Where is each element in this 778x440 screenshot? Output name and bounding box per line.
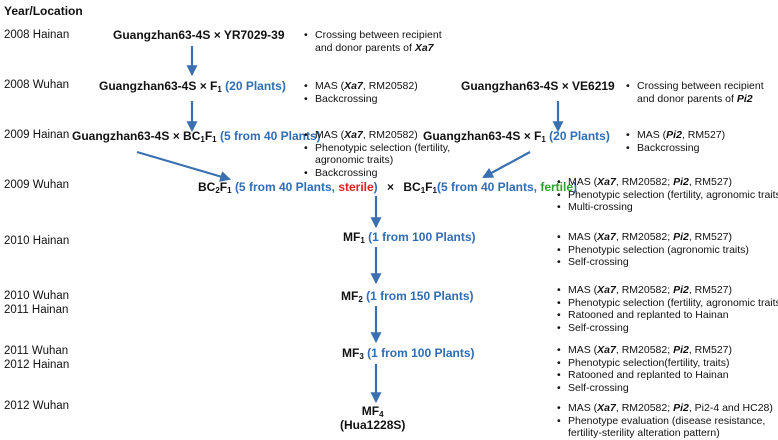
- notes-mf3: MAS (Xa7, RM20582; Pi2, RM527) Phenotypi…: [557, 344, 732, 394]
- note-item: Ratooned and replanted to Hainan: [557, 309, 778, 322]
- node-mf3: MF3 (1 from 100 Plants): [342, 346, 475, 361]
- note-item: MAS (Xa7, RM20582; Pi2, RM527): [557, 176, 778, 189]
- year-label: 2010 Hainan: [4, 235, 70, 247]
- notes-f1-pi2: MAS (Pi2, RM527) Backcrossing: [626, 129, 725, 154]
- note-item: MAS (Xa7, RM20582; Pi2, RM527): [557, 284, 778, 297]
- year-label: 2010 Wuhan: [4, 290, 70, 302]
- node-mf1: MF1 (1 from 100 Plants): [343, 230, 476, 245]
- note-item: Self-crossing: [557, 322, 778, 335]
- note-item: Multi-crossing: [557, 201, 778, 214]
- note-item: MAS (Pi2, RM527): [626, 129, 725, 142]
- note-item: Backcrossing: [304, 167, 450, 180]
- year-label: 2008 Wuhan: [4, 79, 70, 91]
- year-location-header: Year/Location: [4, 4, 83, 18]
- note-item: Phenotype evaluation (disease resistance…: [557, 415, 773, 440]
- note-item: Backcrossing: [626, 142, 725, 155]
- year-label: 2012 Hainan: [4, 359, 70, 371]
- notes-mf2: MAS (Xa7, RM20582; Pi2, RM527) Phenotypi…: [557, 284, 778, 334]
- notes-multi-cross: MAS (Xa7, RM20582; Pi2, RM527) Phenotypi…: [557, 176, 778, 214]
- node-mf2: MF2 (1 from 150 Plants): [341, 289, 474, 304]
- note-item: Ratooned and replanted to Hainan: [557, 369, 732, 382]
- node-cross-ve6219: Guangzhan63-4S × VE6219: [461, 79, 615, 93]
- note-item: Phenotypic selection (agronomic traits): [557, 244, 749, 257]
- year-label: 2009 Wuhan: [4, 179, 70, 191]
- note-item: Self-crossing: [557, 256, 749, 269]
- node-cross-yr7029: Guangzhan63-4S × YR7029-39: [113, 28, 285, 42]
- year-label: 2011 Wuhan: [4, 345, 69, 357]
- arrow-n3-n6: [136, 150, 232, 182]
- node-mf4: MF4 (Hua1228S): [340, 404, 406, 432]
- year-label: 2008 Hainan: [4, 29, 70, 41]
- year-label: 2009 Hainan: [4, 129, 70, 141]
- notes-f1-xa7: MAS (Xa7, RM20582) Backcrossing: [304, 80, 418, 105]
- node-multi-cross: BC2F1 (5 from 40 Plants, sterile) × BC1F…: [198, 180, 578, 195]
- node-f1-pi2: Guangzhan63-4S × F1 (20 Plants): [423, 129, 610, 144]
- notes-mf1: MAS (Xa7, RM20582; Pi2, RM527) Phenotypi…: [557, 231, 749, 269]
- note-item: Phenotypic selection (fertility, agronom…: [557, 189, 778, 202]
- note-item: Phenotypic selection(fertility, traits): [557, 357, 732, 370]
- year-label: 2011 Hainan: [4, 304, 69, 316]
- arrow-n5-n6: [482, 151, 531, 179]
- note-item: MAS (Xa7, RM20582; Pi2, RM527): [557, 231, 749, 244]
- note-item: MAS (Xa7, RM20582; Pi2, RM527): [557, 344, 732, 357]
- note-item: MAS (Xa7, RM20582; Pi2, Pi2-4 and HC28): [557, 402, 773, 415]
- note-item: Self-crossing: [557, 382, 732, 395]
- note-item: MAS (Xa7, RM20582): [304, 80, 418, 93]
- year-label: 2012 Wuhan: [4, 400, 70, 412]
- notes-mf4: MAS (Xa7, RM20582; Pi2, Pi2-4 and HC28) …: [557, 402, 773, 440]
- note-item: Backcrossing: [304, 93, 418, 106]
- notes-bc1f1-xa7: MAS (Xa7, RM20582) Phenotypic selection …: [304, 129, 450, 179]
- note-item: Phenotypic selection (fertility,agronomi…: [304, 142, 450, 167]
- note-item: MAS (Xa7, RM20582): [304, 129, 450, 142]
- node-f1-xa7: Guangzhan63-4S × F1 (20 Plants): [99, 79, 286, 94]
- node-bc1f1-xa7: Guangzhan63-4S × BC1F1 (5 from 40 Plants…: [72, 129, 321, 144]
- note-item: Phenotypic selection (fertility, agronom…: [557, 297, 778, 310]
